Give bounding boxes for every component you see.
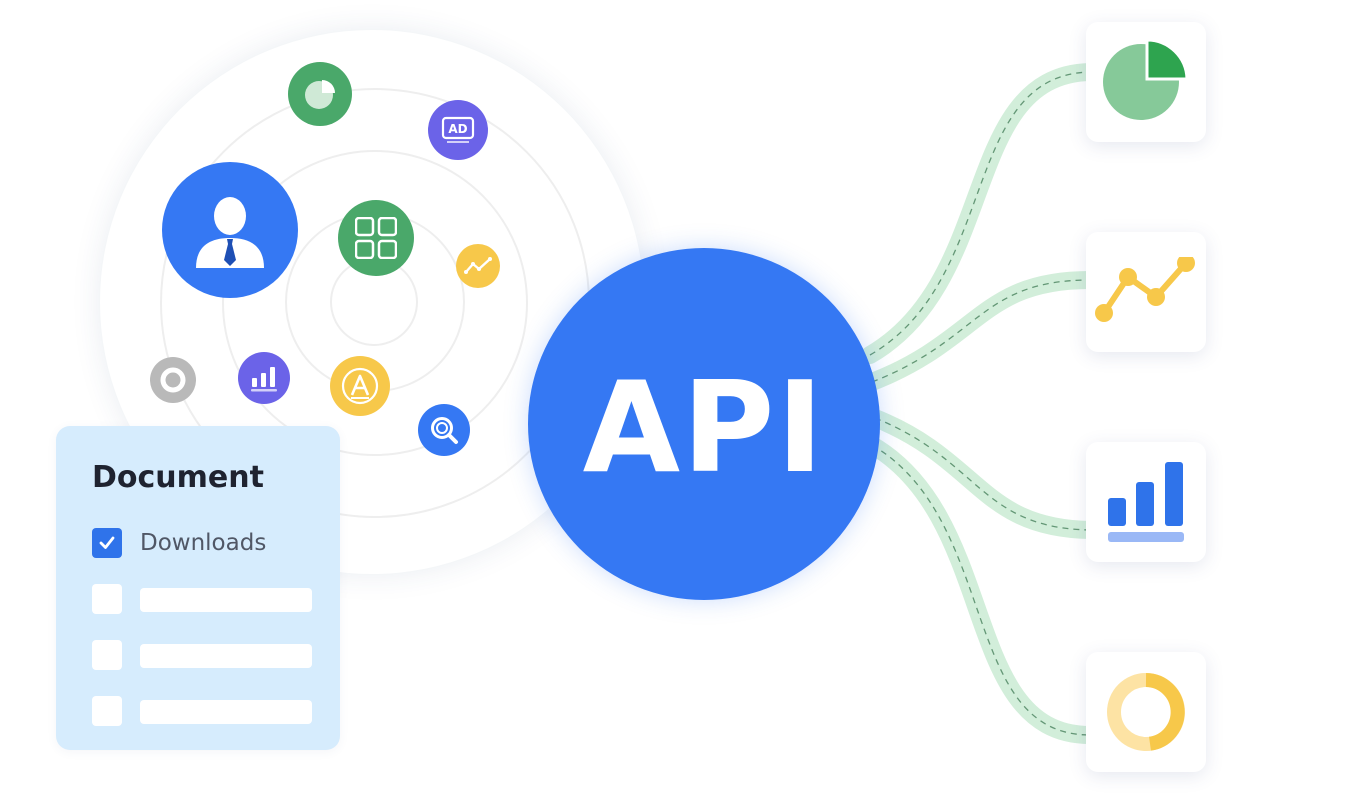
ad-icon-text: AD [448, 122, 467, 136]
checkmark-icon [99, 536, 115, 549]
orbit-ring-3 [222, 150, 528, 456]
trend-line-icon [456, 244, 500, 288]
pie-chart-icon [288, 62, 352, 126]
output-card-donut [1086, 652, 1206, 772]
item-placeholder-4 [140, 700, 312, 724]
item-checkbox-4[interactable] [92, 696, 122, 726]
pie-chart-icon [1103, 38, 1189, 120]
api-label: API [582, 353, 826, 501]
ad-icon: AD [428, 100, 488, 160]
output-card-pie [1086, 22, 1206, 142]
search-icon [418, 404, 470, 456]
item-checkbox-3[interactable] [92, 640, 122, 670]
bar-chart-icon [238, 352, 290, 404]
output-card-bar [1086, 442, 1206, 562]
line-chart-icon [1095, 257, 1195, 322]
user-icon [162, 162, 298, 298]
api-hub: API [528, 248, 880, 600]
item-placeholder-3 [140, 644, 312, 668]
item-placeholder-2 [140, 588, 312, 612]
output-card-line [1086, 232, 1206, 352]
apps-grid-icon [338, 200, 414, 276]
donut-chart-icon [1107, 673, 1185, 751]
bar-chart-icon [1108, 462, 1184, 542]
downloads-checkbox[interactable] [92, 528, 122, 558]
document-title: Document [92, 460, 264, 495]
ring-icon [150, 357, 196, 403]
item-checkbox-2[interactable] [92, 584, 122, 614]
font-a-icon [330, 356, 390, 416]
downloads-label: Downloads [140, 530, 267, 556]
